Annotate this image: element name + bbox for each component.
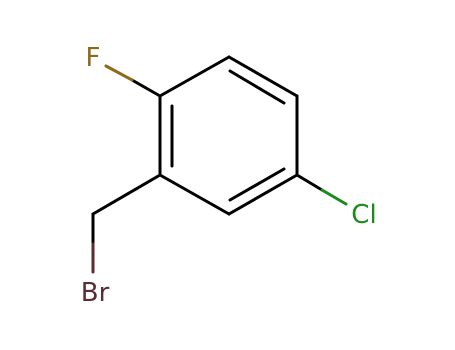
bond-c4-cl-chlorine-half [320,188,348,206]
ring-bond-c5-c6 [227,55,299,98]
ring-bond-c3-c4 [227,173,299,216]
ring-bond-c2-c3 [158,173,231,216]
bond-c1-f-fluorine-half [104,64,134,82]
atom-label-bromine: Br [81,278,110,308]
bond-c2-ch2 [91,173,162,216]
ring-bond-c6-c1 [158,55,231,98]
atom-label-chlorine: Cl [351,200,376,230]
ring-double-bond-inner-right-lower [228,167,286,202]
bond-c1-f-carbon-half [130,78,162,98]
bond-c4-cl-carbon-half [295,173,324,192]
atom-label-fluorine: F [86,43,101,73]
ring-double-bond-inner-right-upper [228,69,286,105]
